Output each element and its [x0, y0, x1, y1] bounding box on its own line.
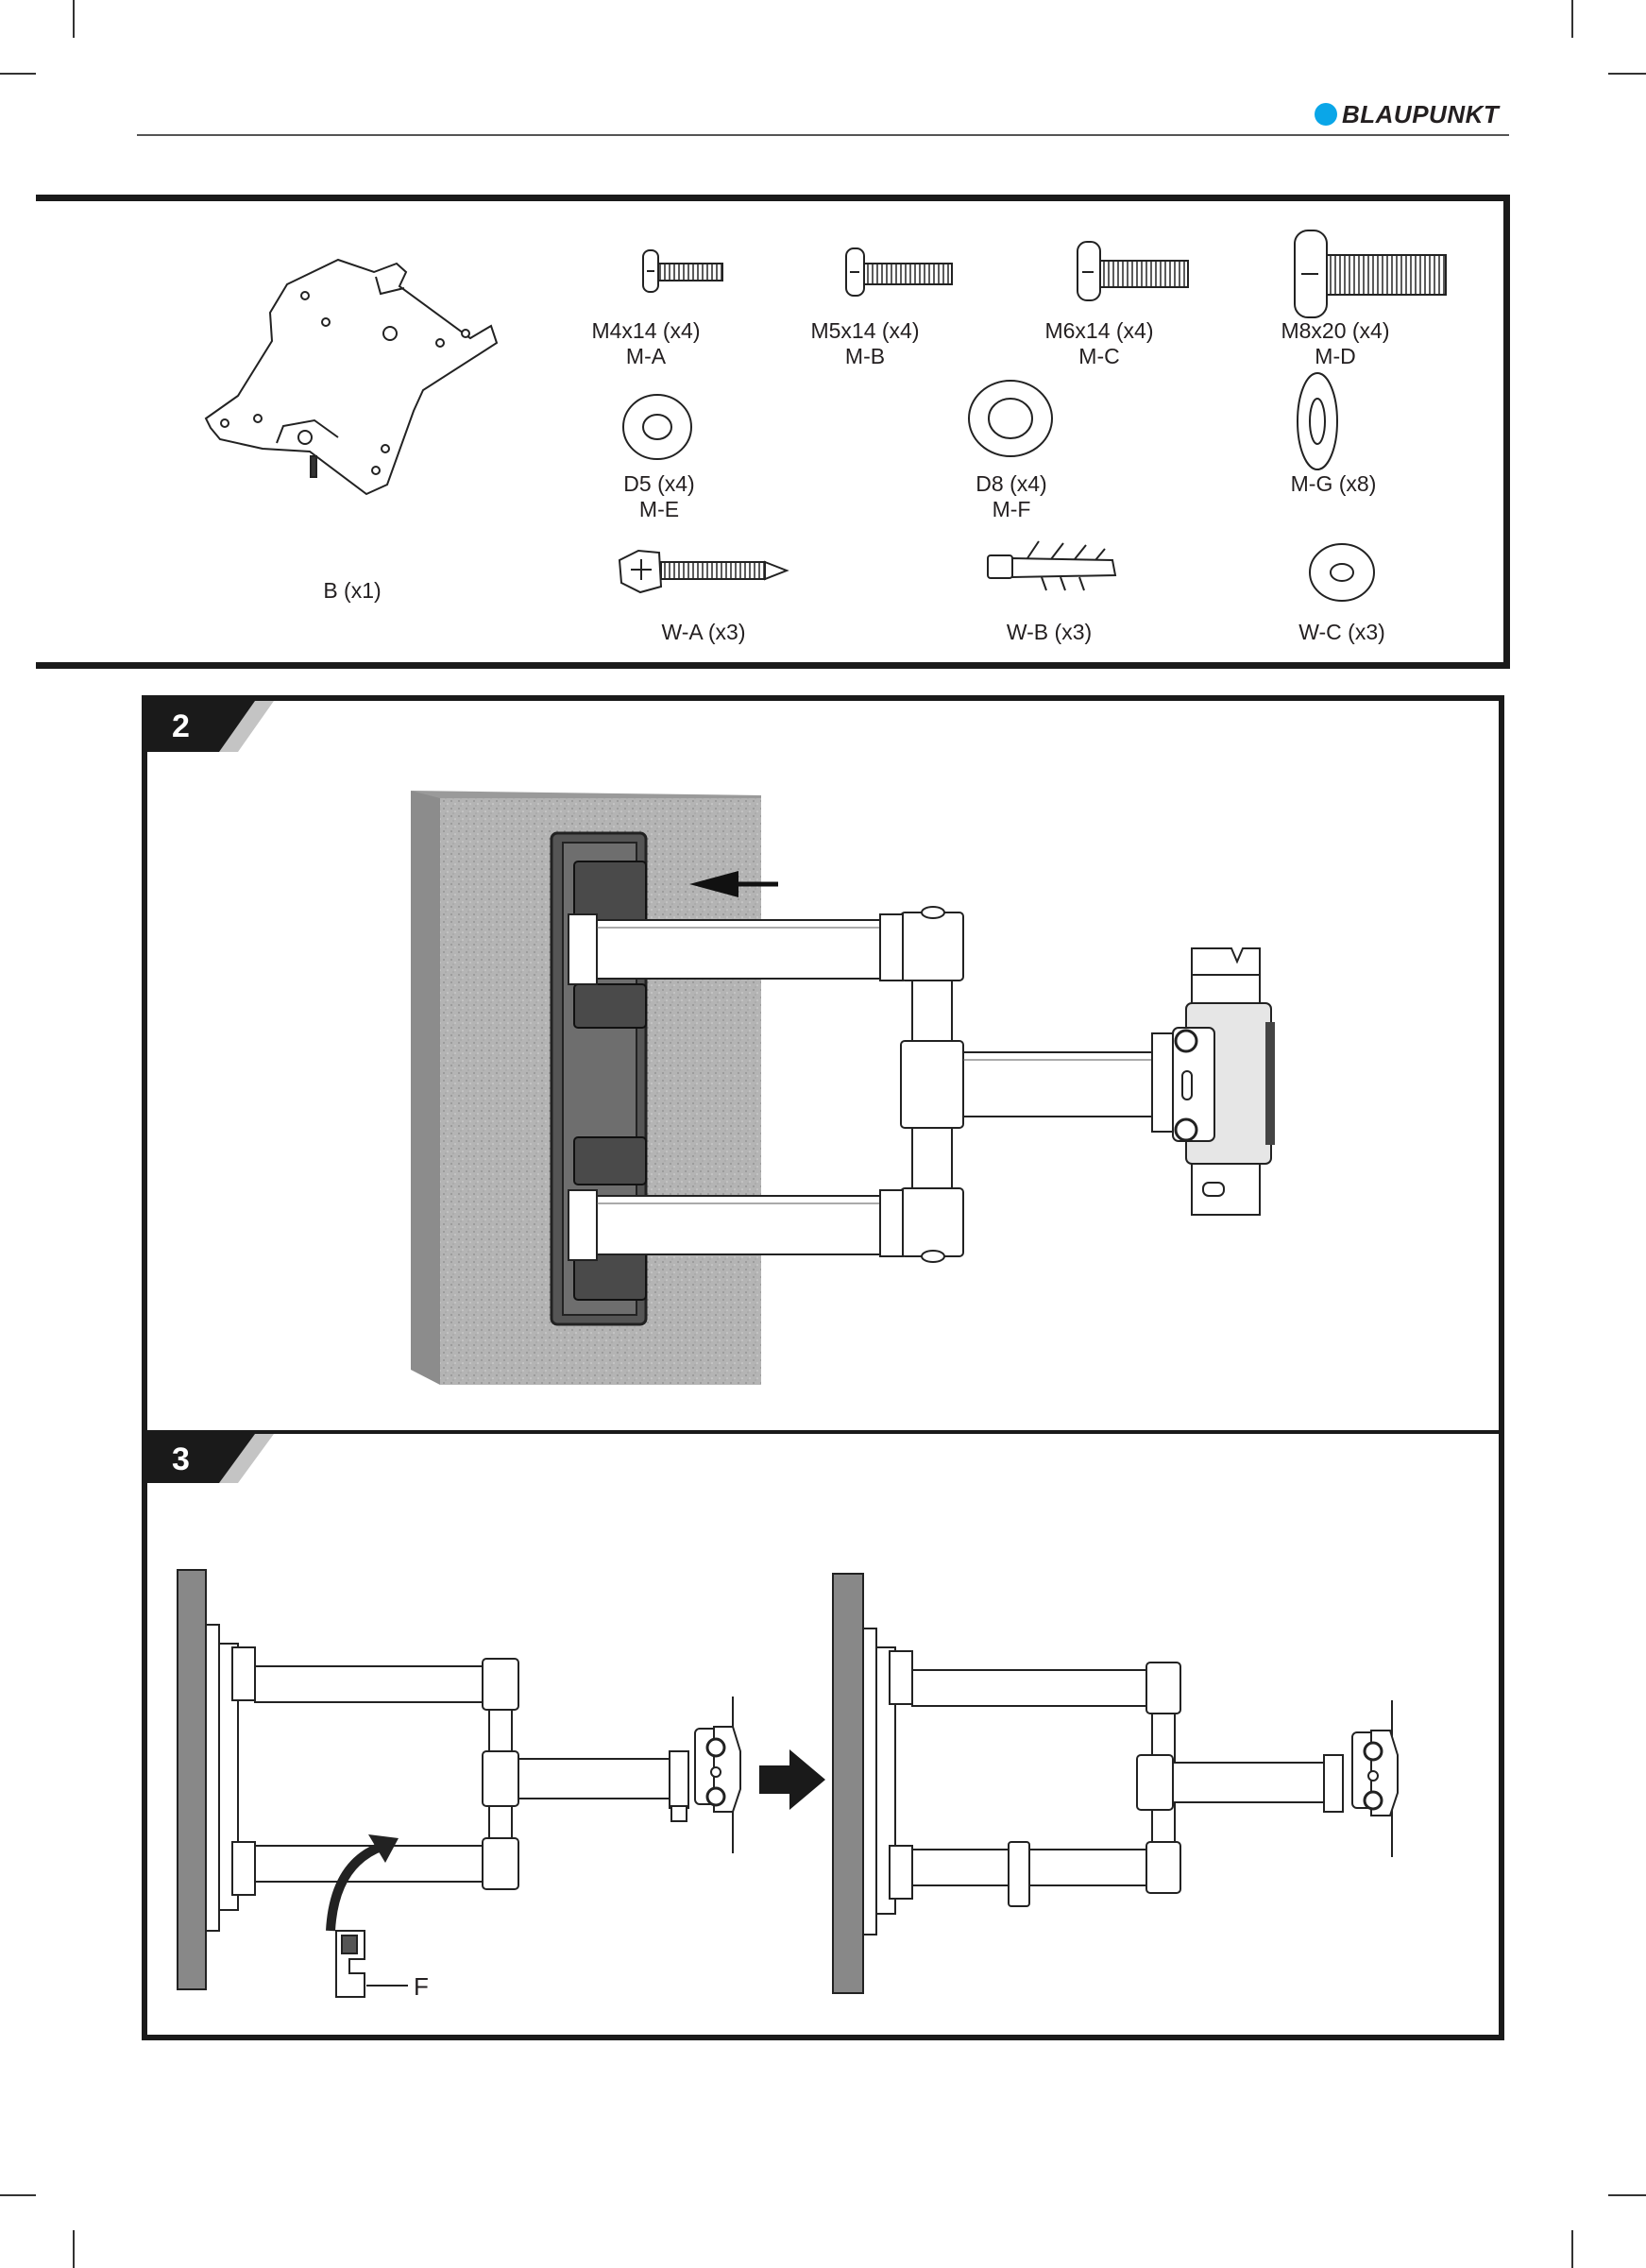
parts-illustrations [36, 201, 1503, 662]
washer-d8-icon [969, 381, 1052, 456]
screw-m4-size-label: M4x14 (x4) [591, 318, 700, 343]
step-2-illustration [147, 701, 1499, 1436]
washer-d5-code-label: M-E [639, 497, 679, 521]
lag-bolt-wa-label: W-A (x3) [661, 620, 745, 644]
crop-mark [1608, 73, 1646, 75]
screw-m4-code-label: M-A [626, 344, 666, 368]
crop-mark [0, 73, 36, 75]
crop-mark [1608, 2194, 1646, 2196]
screw-m5-size-label: M5x14 (x4) [810, 318, 919, 343]
washer-d8-code-label: M-F [993, 497, 1031, 521]
washer-wc-label: W-C (x3) [1298, 620, 1385, 644]
washer-d5-size-label: D5 (x4) [623, 471, 694, 496]
screw-m5-code-label: M-B [845, 344, 885, 368]
screw-m8-size-label: M8x20 (x4) [1281, 318, 1389, 343]
crop-mark [73, 0, 75, 38]
brand-dot-icon [1315, 103, 1337, 126]
wall-anchor-wb-icon [988, 541, 1115, 590]
plate-b-icon [206, 260, 497, 494]
step-3-illustration [147, 1430, 1499, 2035]
screw-m5-icon [846, 248, 952, 296]
washer-d8-size-label: D8 (x4) [976, 471, 1046, 496]
washer-d5-icon [623, 395, 691, 459]
arm-folded-before [178, 1570, 740, 1989]
screw-m8-icon [1295, 230, 1446, 317]
screw-m4-icon [643, 250, 722, 292]
crop-mark [1571, 0, 1573, 38]
lag-bolt-wa-icon [619, 551, 787, 592]
spacer-mg-icon [1298, 373, 1337, 469]
brand-logo: BLAUPUNKT [1315, 100, 1499, 128]
wall-anchor-wb-label: W-B (x3) [1007, 620, 1092, 644]
crop-mark [1571, 2230, 1573, 2268]
step-3-panel: 3 [142, 1430, 1504, 2040]
screw-m6-icon [1078, 242, 1188, 300]
crop-mark [73, 2230, 75, 2268]
crop-mark [0, 2194, 36, 2196]
brand-name: BLAUPUNKT [1342, 100, 1499, 129]
header-rule [137, 134, 1509, 136]
spacer-mg-label: M-G (x8) [1291, 471, 1377, 496]
step-2-panel: 2 [142, 695, 1504, 1441]
cable-clip-f-icon [336, 1931, 408, 1997]
screw-m6-size-label: M6x14 (x4) [1044, 318, 1153, 343]
screw-m6-code-label: M-C [1078, 344, 1119, 368]
clip-f-callout: F [414, 1972, 429, 2002]
washer-wc-icon [1310, 544, 1374, 601]
parts-list-panel: B (x1) M4x14 (x4) M-A M5x14 (x4) M-B M6x… [36, 195, 1510, 669]
plate-b-label: B (x1) [323, 578, 381, 603]
screw-m8-code-label: M-D [1315, 344, 1355, 368]
arm-folded-after [833, 1574, 1398, 1993]
